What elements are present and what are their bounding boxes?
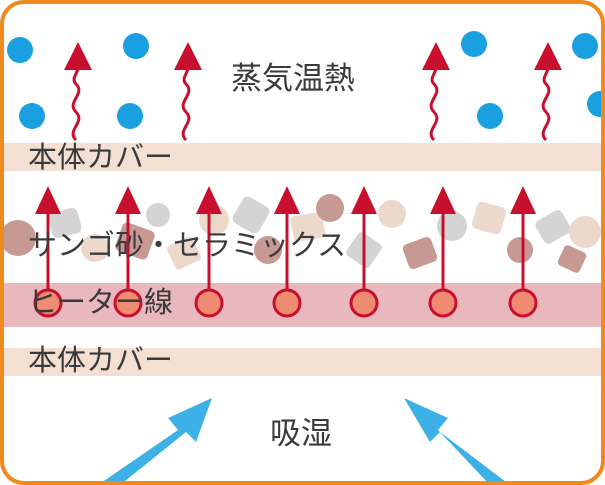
cover-bottom-label: 本体カバー (28, 343, 174, 377)
cover-band-top (3, 143, 602, 171)
cover-band-bottom (3, 348, 602, 376)
steam-heat-label: 蒸気温熱 (231, 61, 355, 97)
vapor-dot (461, 31, 487, 57)
heat-arrow (508, 186, 538, 318)
vapor-dot (19, 103, 45, 129)
heat-arrow (349, 186, 379, 318)
vapor-dot (123, 33, 149, 59)
steam-arrow (71, 63, 81, 142)
steam-arrow (181, 63, 191, 142)
heat-arrow (113, 186, 143, 318)
heat-arrow (33, 186, 63, 318)
coral-ceramics-label: サンゴ砂・セラミックス (28, 228, 347, 262)
heater-band (3, 283, 602, 327)
heat-arrow (428, 186, 458, 318)
heat-arrows (33, 186, 538, 318)
steam-arrows (64, 42, 562, 142)
steam-arrow (541, 63, 551, 142)
coral-ceramics-particles (3, 194, 601, 273)
heater-wire-label: ヒーター線 (28, 285, 174, 319)
vapor-dot (117, 103, 143, 129)
vapor-dot (7, 37, 33, 63)
vapor-dot (572, 33, 598, 59)
steam-arrow (429, 63, 439, 142)
vapor-dots (7, 31, 602, 129)
absorb-arrows (98, 398, 510, 482)
heat-arrow (194, 186, 224, 318)
absorb-arrow-right (404, 398, 510, 482)
absorb-arrow-left (98, 398, 212, 482)
heat-arrow (272, 186, 302, 318)
moisture-absorb-label: 吸湿 (270, 416, 332, 452)
vapor-dot (587, 91, 602, 117)
cover-top-label: 本体カバー (28, 140, 174, 174)
vapor-dot (477, 103, 503, 129)
